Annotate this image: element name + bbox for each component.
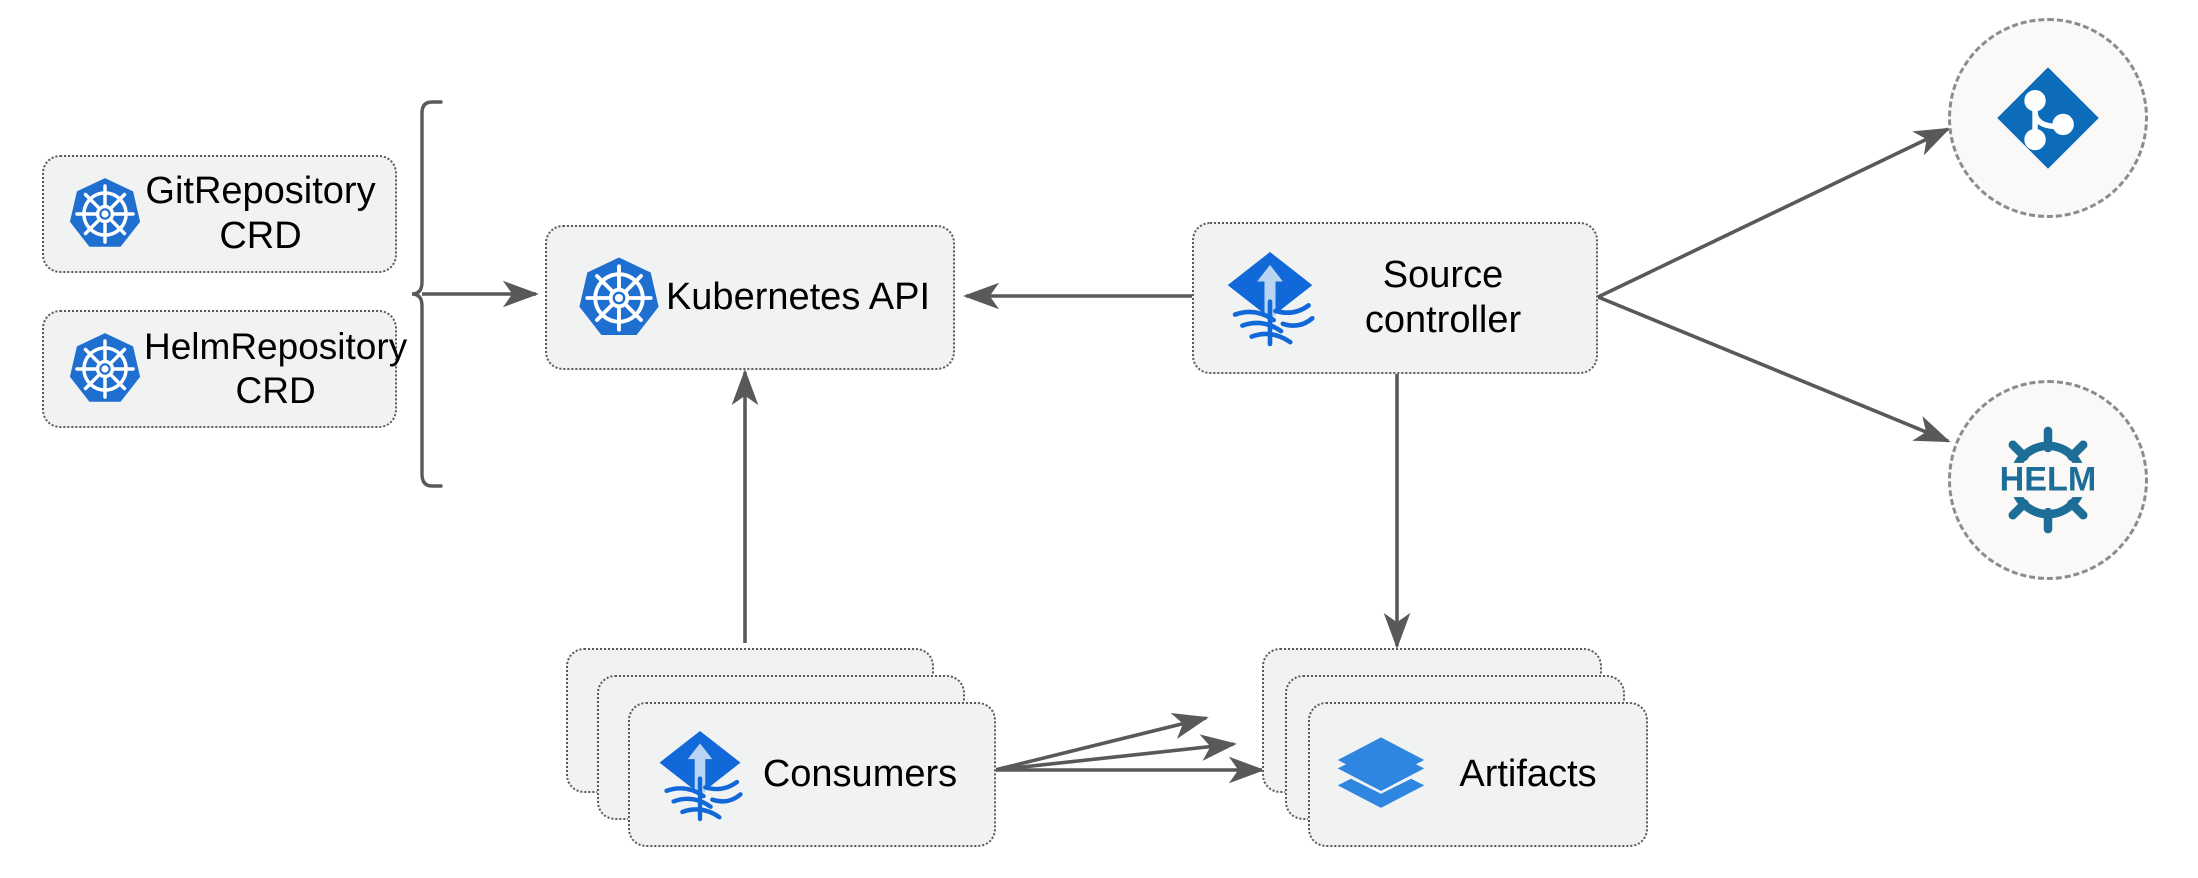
crd-group-brace xyxy=(411,100,443,488)
node-label: Artifacts xyxy=(1459,753,1597,796)
kubernetes-icon xyxy=(575,254,663,342)
kubernetes-icon xyxy=(66,175,144,253)
node-helm-repository-crd[interactable]: HelmRepository CRD xyxy=(42,310,407,428)
node-artifacts[interactable]: Artifacts xyxy=(1308,702,1648,847)
node-git-repository-crd[interactable]: GitRepository CRD xyxy=(42,155,397,273)
node-label: Kubernetes API xyxy=(665,276,931,319)
kubernetes-icon xyxy=(66,330,144,408)
node-label: GitRepository CRD xyxy=(145,170,376,257)
edge-source-controller-to-git xyxy=(1597,127,1951,299)
node-helm[interactable]: HELM xyxy=(1948,380,2148,580)
node-label: Consumers xyxy=(762,753,958,796)
edge-source-controller-to-helm xyxy=(1597,295,1951,443)
layers-icon xyxy=(1334,728,1428,822)
flux-icon xyxy=(1224,248,1316,348)
git-icon xyxy=(1994,64,2102,172)
edge-consumers-to-artifacts-back xyxy=(994,712,1209,772)
helm-icon: HELM xyxy=(1984,416,2112,544)
node-source-controller[interactable]: Source controller xyxy=(1192,222,1598,374)
edge-consumers-to-artifacts-middle xyxy=(994,734,1237,772)
node-label: HelmRepository CRD xyxy=(144,326,408,411)
flux-icon xyxy=(656,727,744,823)
helm-wordmark: HELM xyxy=(2000,461,2097,499)
node-kubernetes-api[interactable]: Kubernetes API xyxy=(545,225,955,370)
node-consumers[interactable]: Consumers xyxy=(628,702,996,847)
node-label: Source controller xyxy=(1364,254,1522,341)
node-git[interactable] xyxy=(1948,18,2148,218)
